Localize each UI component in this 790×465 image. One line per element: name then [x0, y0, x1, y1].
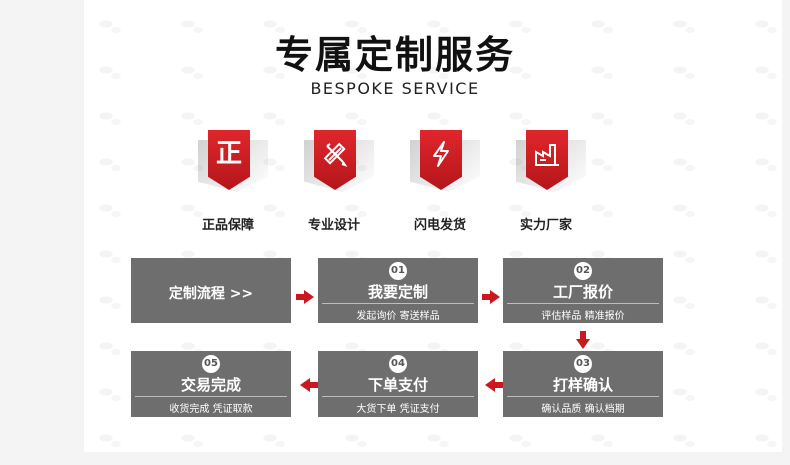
step-desc: 确认品质 确认档期 [541, 404, 625, 415]
process-step-01: 01 我要定制 发起询价 寄送样品 [318, 258, 478, 323]
step-number: 02 [574, 262, 592, 280]
feature-label: 闪电发货 [413, 218, 466, 233]
step-number: 04 [389, 355, 407, 373]
step-desc: 评估样品 精准报价 [541, 311, 625, 322]
badge-shape [314, 130, 356, 190]
process-intro-label: 定制流程 >> [168, 286, 254, 302]
step-number: 01 [389, 262, 407, 280]
arrow-left-icon [300, 378, 319, 392]
step-name: 工厂报价 [552, 283, 613, 301]
step-name: 我要定制 [367, 283, 428, 301]
step-number: 03 [574, 355, 592, 373]
process-step-02: 02 工厂报价 评估样品 精准报价 [503, 258, 663, 323]
process-intro-box: 定制流程 >> [131, 258, 291, 323]
step-number: 05 [202, 355, 220, 373]
arrow-right-icon [296, 290, 314, 304]
page-title: 专属定制服务 [274, 33, 515, 77]
step-desc: 发起询价 寄送样品 [356, 311, 440, 322]
step-name: 交易完成 [180, 376, 241, 394]
arrow-right-icon [482, 290, 500, 304]
page-subtitle: BESPOKE SERVICE [310, 79, 480, 98]
factory-icon [532, 139, 562, 169]
badge-shape [526, 130, 568, 190]
badge-shape [420, 130, 462, 190]
step-name: 下单支付 [367, 376, 428, 394]
process-step-05: 05 交易完成 收货完成 凭证取款 [131, 351, 291, 417]
process-step-04: 04 下单支付 大货下单 凭证支付 [318, 351, 478, 417]
ruler-pencil-icon [320, 139, 350, 169]
feature-label: 实力厂家 [519, 218, 572, 233]
arrow-left-icon [485, 378, 504, 392]
feature-label: 正品保障 [201, 218, 254, 233]
step-name: 打样确认 [552, 376, 613, 394]
step-desc: 收货完成 凭证取款 [169, 404, 253, 415]
zheng-character-icon: 正 [215, 139, 242, 169]
step-desc: 大货下单 凭证支付 [356, 404, 440, 415]
lightning-icon [426, 139, 456, 169]
arrow-down-icon [576, 331, 590, 349]
process-step-03: 03 打样确认 确认品质 确认档期 [503, 351, 663, 417]
badge-shape: 正 [208, 130, 250, 190]
feature-label: 专业设计 [307, 218, 360, 233]
